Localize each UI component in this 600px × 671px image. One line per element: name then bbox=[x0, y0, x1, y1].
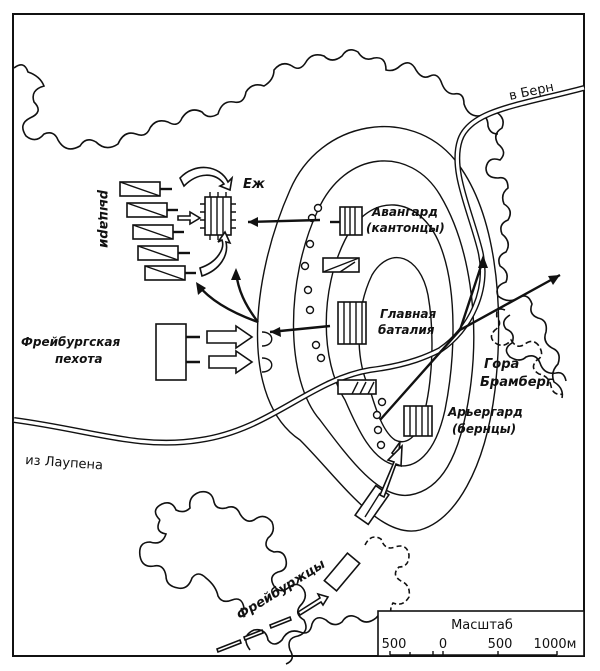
vanguard-formation bbox=[330, 206, 363, 236]
scale-tick-label: 500 bbox=[488, 637, 513, 652]
arrowhead bbox=[270, 327, 281, 337]
arrowhead bbox=[248, 217, 258, 227]
label-rearguard-2: (бернцы) bbox=[452, 422, 516, 436]
arrowhead bbox=[478, 255, 488, 268]
label-knights: рыцари bbox=[96, 189, 111, 248]
map-frame bbox=[12, 13, 585, 657]
arrow-retreat-1 bbox=[197, 284, 259, 324]
label-vanguard-1: Авангард bbox=[371, 205, 438, 219]
main-battle-formation bbox=[337, 301, 367, 345]
forest-north bbox=[13, 48, 499, 150]
stake-markers bbox=[300, 203, 387, 450]
pike-unit-2 bbox=[337, 379, 377, 395]
forest-east-lower bbox=[502, 314, 567, 382]
scale-tick-label: 500 bbox=[382, 637, 407, 652]
curved-arrow-bottom bbox=[199, 230, 232, 278]
road-laupen bbox=[13, 347, 442, 446]
label-freiburg-infantry-1: Фрейбургская bbox=[21, 335, 120, 349]
scale-tick-label: 0 bbox=[439, 637, 447, 652]
knight-units bbox=[119, 181, 196, 281]
forest-south bbox=[138, 490, 307, 665]
arrowhead bbox=[196, 282, 206, 295]
label-rearguard-1: Арьергард bbox=[447, 405, 523, 419]
label-hedgehog: Еж bbox=[243, 177, 266, 192]
label-hill-1: Гора bbox=[484, 357, 519, 372]
label-freiburg-infantry-2: пехота bbox=[55, 352, 102, 366]
scale-bar: Масштаб 500 0 500 1000м bbox=[377, 610, 585, 657]
rearguard-formation bbox=[403, 405, 433, 437]
label-main-battle-1: Главная bbox=[380, 307, 437, 321]
scale-line bbox=[389, 651, 558, 656]
freiburg-infantry-formation bbox=[155, 323, 273, 381]
label-hill-2: Брамберг bbox=[480, 375, 554, 390]
label-vanguard-2: (кантонцы) bbox=[366, 221, 445, 235]
small-arrow-hedgehog bbox=[177, 210, 202, 226]
label-from-laupen: из Лаупена bbox=[25, 453, 104, 473]
scale-title: Масштаб bbox=[451, 618, 513, 633]
freiburgers-column bbox=[216, 441, 403, 654]
pike-unit-1 bbox=[322, 257, 360, 273]
scale-tick-label: 1000м bbox=[534, 637, 577, 652]
curved-arrow-top bbox=[179, 166, 234, 192]
forest-east bbox=[485, 111, 564, 399]
arrowhead bbox=[548, 275, 560, 285]
label-freiburgers: Фрейбуржцы bbox=[234, 557, 328, 624]
arrowhead bbox=[231, 268, 241, 280]
hedgehog-formation bbox=[200, 192, 236, 240]
road-bern bbox=[438, 85, 585, 353]
arrow-vanguard-attack bbox=[247, 218, 321, 224]
arrow-north bbox=[458, 259, 485, 331]
label-main-battle-2: баталия bbox=[378, 323, 435, 337]
